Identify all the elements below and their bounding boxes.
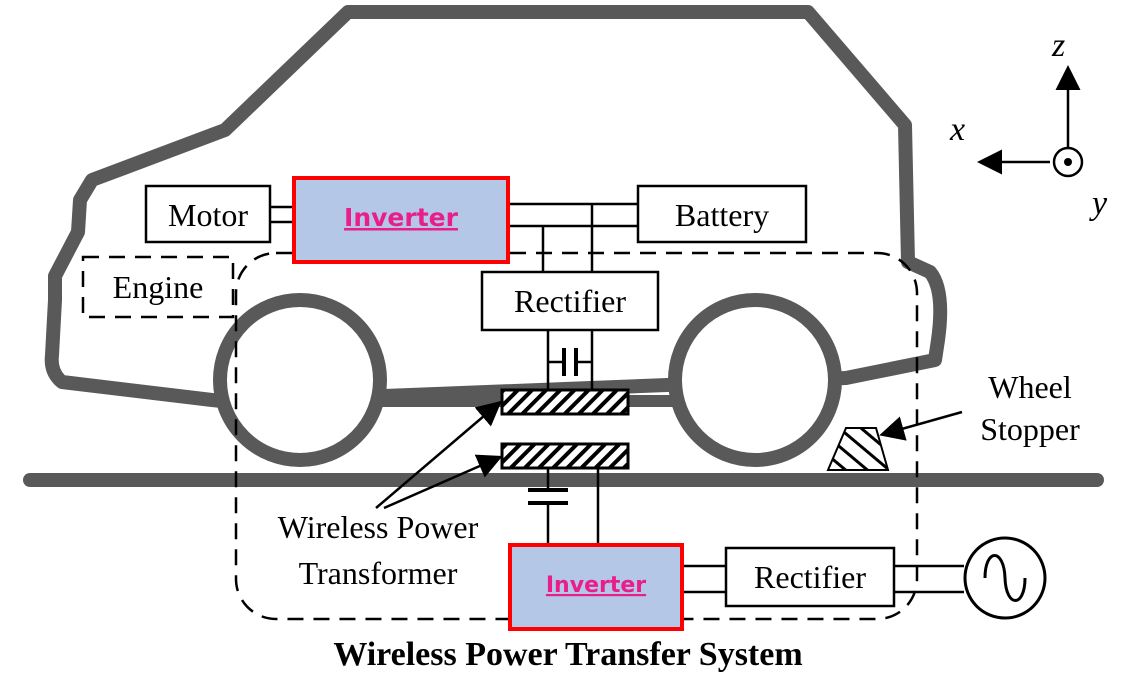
wpt-label-line1: Wireless Power: [278, 509, 479, 545]
wpt-arrow-receiver: [375, 400, 502, 509]
battery-block: [636, 184, 808, 244]
motor-label: Motor: [168, 197, 248, 233]
wpt-arrow-transmitter: [383, 454, 503, 510]
x-axis-label: x: [949, 111, 965, 148]
rectifier-bottom-block: [724, 546, 896, 608]
motor-block: [144, 184, 272, 244]
z-axis-label: z: [1051, 27, 1065, 64]
wheel-stopper-pointer: [879, 410, 963, 441]
engine-label: Engine: [113, 269, 204, 305]
transmitter-coil: [500, 442, 630, 470]
inverter-bottom-label: Inverter: [546, 573, 646, 598]
battery-label: Battery: [675, 197, 769, 233]
rectifier-bottom-label: Rectifier: [754, 559, 866, 595]
wheel-stopper: [826, 427, 890, 471]
wheel-stopper-label-line2: Stopper: [980, 411, 1080, 447]
ac-sine-icon: [983, 554, 1027, 602]
y-axis-label: y: [1089, 185, 1108, 222]
rectifier-top-label: Rectifier: [514, 283, 626, 319]
inverter-bottom-block: [508, 543, 684, 631]
engine-box: [81, 255, 235, 319]
rectifier-top-block: [480, 270, 660, 332]
rear-wheel: [213, 293, 387, 467]
wheel-stopper-label-line1: Wheel: [988, 369, 1072, 405]
inverter-top-label: Inverter: [344, 203, 459, 232]
inverter-top-block: [292, 176, 510, 264]
front-wheel: [668, 293, 842, 467]
vehicle-body-outline: [44, 5, 948, 409]
wpt-label-line2: Transformer: [299, 555, 458, 591]
diagram-caption: Wireless Power Transfer System: [333, 636, 802, 673]
receiver-coil: [500, 388, 630, 416]
